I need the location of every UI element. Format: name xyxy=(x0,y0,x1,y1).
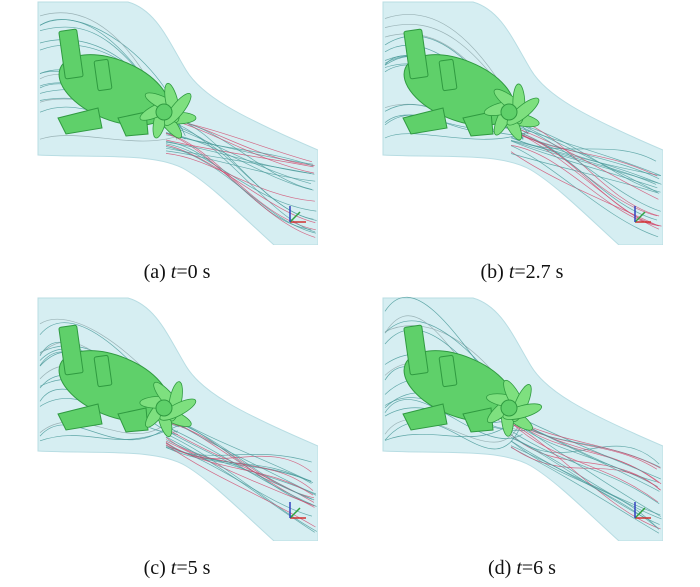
wake-streamline xyxy=(165,132,316,231)
caption-c-value: =5 s xyxy=(176,557,211,579)
wake-streamline xyxy=(510,145,660,227)
wake-streamline xyxy=(510,422,659,503)
axis-triad-icon xyxy=(289,206,306,223)
streamline xyxy=(384,399,523,439)
sail-fin xyxy=(403,28,429,80)
wake-streamline xyxy=(510,136,657,162)
vehicle-body xyxy=(57,28,170,137)
sail-fin xyxy=(403,324,429,376)
streamline-figure-c xyxy=(37,297,318,541)
wake-streamline xyxy=(510,125,659,200)
wake-streamline xyxy=(165,416,315,508)
streamline-figure-a xyxy=(37,1,318,245)
wake-streamline xyxy=(165,153,315,202)
propeller xyxy=(483,83,540,141)
streamline xyxy=(384,418,524,450)
streamline-figure-d xyxy=(382,296,663,541)
caption-d-letter: (d) xyxy=(488,557,517,579)
vehicle-body xyxy=(402,324,515,433)
wake-streamline xyxy=(165,143,317,212)
caption-a: (a) t=0 s xyxy=(36,260,318,284)
streamline xyxy=(39,134,181,142)
panel-c xyxy=(36,296,318,541)
propeller xyxy=(139,381,197,438)
wake-streamline xyxy=(510,119,658,193)
caption-d-var: t xyxy=(516,557,522,579)
panel-a xyxy=(36,0,318,245)
caption-b: (b) t=2.7 s xyxy=(381,260,663,284)
wake-streamline xyxy=(165,144,316,223)
vehicle-body xyxy=(402,28,515,137)
wake-streamline xyxy=(510,419,658,488)
wake-streamline xyxy=(510,430,660,504)
caption-b-letter: (b) xyxy=(480,261,509,283)
wake-streamline xyxy=(510,140,658,189)
wake-streamline xyxy=(165,443,314,496)
streamline xyxy=(384,130,531,140)
control-plane xyxy=(462,407,494,433)
stern-plane xyxy=(57,107,103,135)
wake-streamline xyxy=(510,423,661,530)
wake-streamline xyxy=(165,141,312,174)
axis-triad-icon xyxy=(634,502,651,519)
wake-streamline xyxy=(510,122,661,212)
wake-streamline xyxy=(165,433,318,532)
streamline xyxy=(39,422,184,442)
wake-streamline xyxy=(510,145,659,238)
wake-streamline xyxy=(165,123,314,220)
wake-streamline xyxy=(165,439,317,495)
wake-streamline xyxy=(165,123,312,185)
wake-streamline xyxy=(165,437,314,491)
wake-streamline xyxy=(510,129,658,221)
sail-fin xyxy=(58,28,84,80)
panel-d xyxy=(381,296,663,541)
mast xyxy=(93,354,113,388)
caption-b-var: t xyxy=(508,261,515,283)
wake-streamline xyxy=(165,440,315,507)
mast xyxy=(93,58,113,92)
mast xyxy=(438,58,458,92)
caption-a-letter: (a) xyxy=(143,261,171,283)
sail-fin xyxy=(58,324,84,376)
caption-d-value: =6 s xyxy=(521,557,556,579)
wake-streamline xyxy=(165,119,316,233)
stern-plane xyxy=(57,403,103,431)
streamline xyxy=(384,418,522,443)
panel-b xyxy=(381,0,663,245)
axis-triad-icon xyxy=(289,502,306,519)
propeller xyxy=(486,379,543,437)
control-plane xyxy=(462,111,494,137)
wake-streamline xyxy=(510,122,661,193)
wake-streamline xyxy=(165,132,314,167)
wake-streamline xyxy=(510,437,660,525)
wake-streamline xyxy=(165,416,317,496)
wake-streamline xyxy=(165,426,317,507)
wake-streamline xyxy=(165,436,315,533)
wake-streamline xyxy=(165,146,317,234)
wake-streamline xyxy=(510,124,662,176)
streamline-figure-b xyxy=(382,1,663,245)
wake-streamline xyxy=(165,442,312,484)
mast xyxy=(438,354,458,388)
wake-streamline xyxy=(510,132,662,227)
caption-c-letter: (c) xyxy=(143,557,171,579)
stern-plane xyxy=(402,403,448,431)
wake-streamline xyxy=(510,130,658,177)
wake-streamline xyxy=(510,153,660,194)
caption-c: (c) t=5 s xyxy=(36,556,318,580)
wake-streamline xyxy=(510,140,659,184)
propeller xyxy=(139,82,197,139)
streamline xyxy=(39,418,178,441)
caption-a-var: t xyxy=(170,261,177,283)
caption-a-value: =0 s xyxy=(176,261,211,283)
control-plane xyxy=(117,407,149,433)
caption-d: (d) t=6 s xyxy=(381,556,663,580)
wake-streamline xyxy=(165,139,314,168)
axis-triad-icon xyxy=(634,206,651,223)
caption-b-value: =2.7 s xyxy=(514,261,564,283)
stern-plane xyxy=(402,107,448,135)
wake-streamline xyxy=(165,147,315,175)
caption-c-var: t xyxy=(170,557,177,579)
wake-streamline xyxy=(165,444,316,528)
